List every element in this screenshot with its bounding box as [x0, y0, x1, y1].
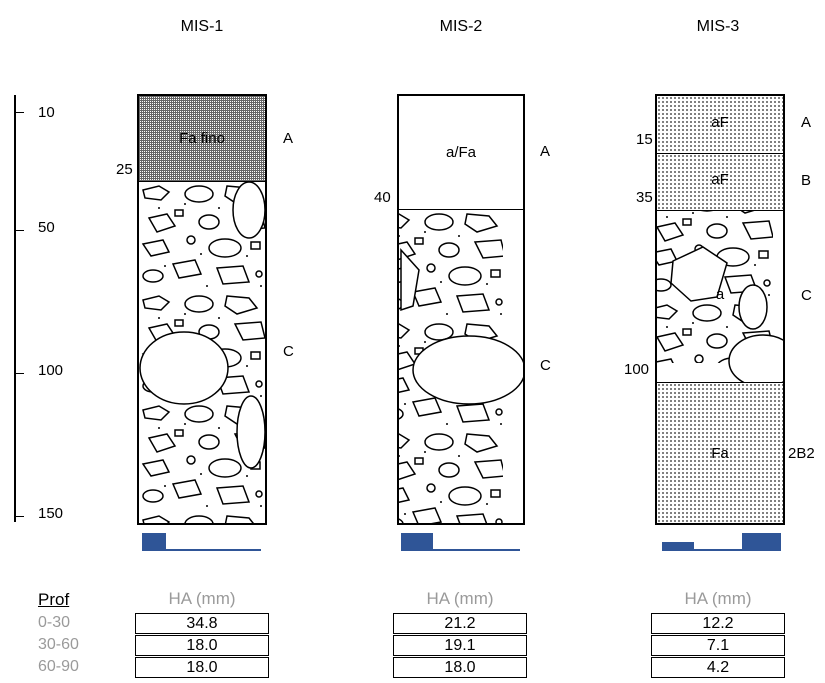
table-cell: 7.1	[651, 635, 785, 656]
prof-label: Prof	[38, 590, 70, 609]
table-column-header: HA (mm)	[168, 589, 236, 608]
layer-label: aF	[711, 114, 729, 131]
indicator-line-mis-2	[401, 549, 520, 551]
indicator-block-mis-3-left	[662, 542, 694, 551]
table-cell: 4.2	[651, 657, 785, 678]
layer-c-gravel-mis-3: a	[657, 211, 783, 383]
boundary-depth-label: 25	[116, 161, 133, 178]
indicator-line-mis-3	[662, 549, 781, 551]
horizon-label: C	[283, 343, 294, 360]
indicator-block-mis-2	[401, 533, 433, 551]
table-column-header: HA (mm)	[684, 589, 752, 608]
table-cell: 18.0	[393, 657, 527, 678]
table-cell: 19.1	[393, 635, 527, 656]
horizon-label: A	[540, 143, 551, 160]
depth-axis-tick	[16, 230, 24, 231]
horizon-label: A	[801, 114, 812, 131]
table-cell: 18.0	[135, 657, 269, 678]
depth-tick-label: 100	[38, 362, 64, 379]
layer-label: Fa	[711, 445, 729, 462]
profile-title-mis-1: MIS-1	[180, 18, 224, 35]
indicator-block-mis-1	[142, 533, 166, 551]
layer-b-mis-3: aF	[657, 154, 783, 211]
boundary-depth-label: 35	[636, 189, 653, 206]
row-label: 60-90	[38, 658, 79, 675]
layer-label: aF	[711, 171, 729, 188]
indicator-block-mis-3-right	[742, 533, 781, 551]
layer-c-gravel-mis-1	[139, 182, 265, 523]
boundary-depth-label: 15	[636, 131, 653, 148]
horizon-label: C	[801, 287, 812, 304]
table-cell: 34.8	[135, 613, 269, 634]
table-cell: 21.2	[393, 613, 527, 634]
horizon-label: B	[801, 172, 812, 189]
layer-c-gravel-mis-2	[399, 210, 523, 523]
depth-axis-tick	[16, 112, 24, 113]
layer-a-mis-2: a/Fa	[399, 96, 523, 210]
profile-mis-3: aF aF a Fa	[655, 94, 785, 525]
layer-a-mis-1: Fa fino	[139, 96, 265, 182]
profile-title-mis-2: MIS-2	[439, 18, 483, 35]
row-label: 30-60	[38, 636, 79, 653]
depth-axis	[14, 95, 16, 522]
indicator-line-mis-1	[142, 549, 261, 551]
depth-tick-label: 150	[38, 505, 64, 522]
table-cell: 18.0	[135, 635, 269, 656]
row-label: 0-30	[38, 614, 71, 631]
boundary-depth-label: 100	[624, 361, 650, 378]
layer-a-mis-3: aF	[657, 96, 783, 154]
layer-label: a/Fa	[445, 144, 476, 161]
table-cell: 12.2	[651, 613, 785, 634]
profile-title-mis-3: MIS-3	[696, 18, 740, 35]
profile-mis-1: Fa fino	[137, 94, 267, 525]
layer-2b2-mis-3: Fa	[657, 383, 783, 523]
depth-axis-tick	[16, 516, 24, 517]
layer-label: Fa fino	[179, 130, 225, 147]
boundary-depth-label: 40	[374, 189, 391, 206]
depth-axis-tick	[16, 373, 24, 374]
horizon-label: C	[540, 357, 551, 374]
layer-label: a	[716, 286, 725, 303]
depth-tick-label: 50	[38, 219, 55, 236]
profile-mis-2: a/Fa	[397, 94, 525, 525]
horizon-label: A	[283, 130, 294, 147]
depth-tick-label: 10	[38, 104, 55, 121]
table-column-header: HA (mm)	[426, 589, 494, 608]
horizon-label: 2B2	[788, 445, 815, 462]
